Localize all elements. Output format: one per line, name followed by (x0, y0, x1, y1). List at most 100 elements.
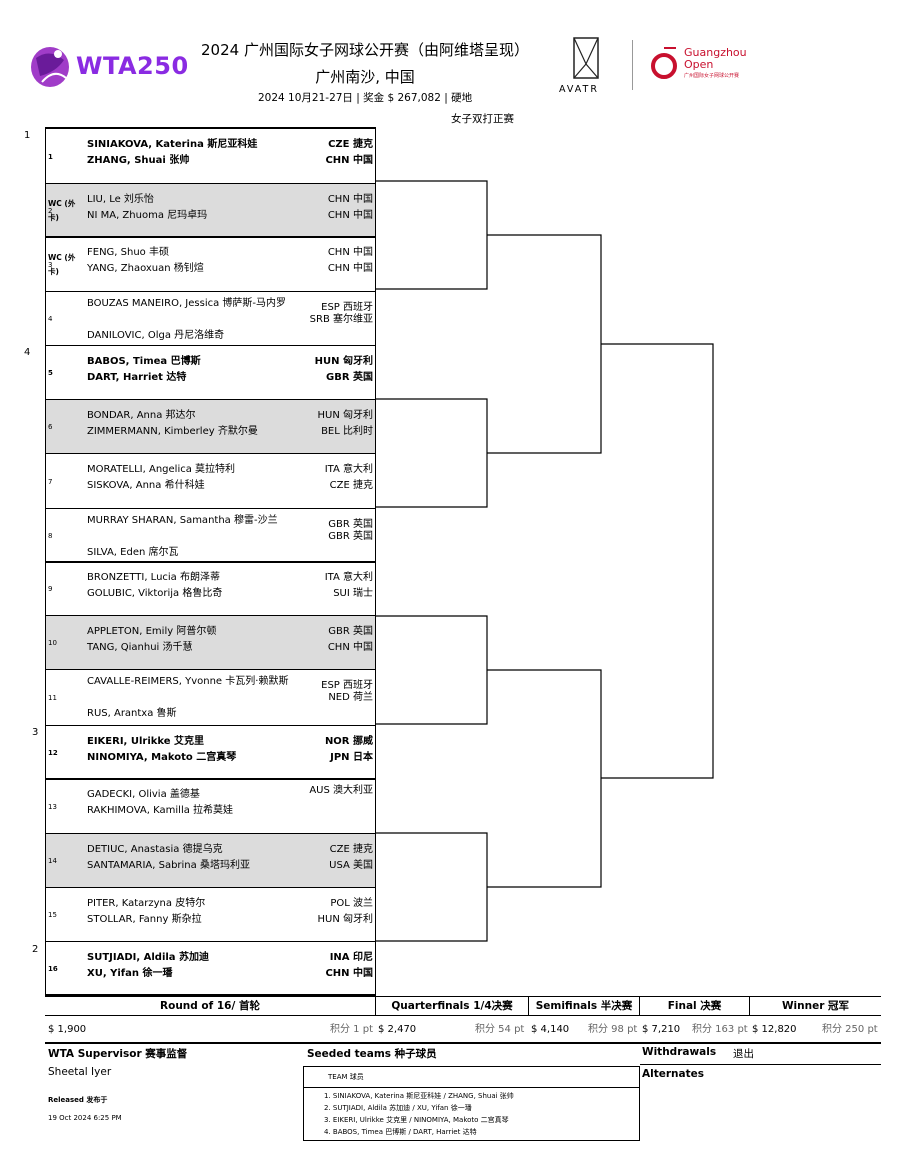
player-1-country: HUN 匈牙利 (314, 356, 373, 367)
player-2-name: RAKHIMOVA, Kamilla 拉希莫娃 (87, 805, 234, 816)
team-header: TEAM 球员 (328, 1073, 364, 1081)
draw-position: 5 (48, 369, 53, 377)
player-2-country: USA 美国 (329, 860, 373, 871)
player-1-name: APPLETON, Emily 阿普尔顿 (87, 626, 217, 637)
footer-separator (45, 1042, 881, 1044)
event-name: 女子双打正赛 (451, 113, 514, 125)
player-1-country: CZE 捷克 (329, 844, 373, 855)
bracket-r16-3 (376, 615, 488, 725)
released-time: 19 Oct 2024 6:25 PM (48, 1114, 122, 1122)
player-2-country: CHN 中国 (325, 968, 373, 979)
player-2-name: RUS, Arantxa 鲁斯 (87, 708, 177, 719)
bracket-qf-1 (487, 234, 602, 454)
player-1-country: ITA 意大利 (324, 464, 373, 475)
player-1-name: DETIUC, Anastasia 德提乌克 (87, 844, 223, 855)
player-2-name: ZHANG, Shuai 张帅 (87, 155, 190, 166)
player-1-name: LIU, Le 刘乐怡 (87, 194, 154, 205)
seed-team-4: 4. BABOS, Timea 巴博斯 / DART, Harriet 达特 (324, 1128, 477, 1136)
player-1-name: MURRAY SHARAN, Samantha 穆雷-沙兰 (87, 515, 278, 526)
player-1-country: POL 波兰 (330, 898, 373, 909)
seed-team-2: 2. SUTJIADI, Aldila 苏加迪 / XU, Yifan 徐一璠 (324, 1104, 472, 1112)
player-2-country: BEL 比利时 (321, 426, 373, 437)
guangzhou-20-icon (651, 47, 677, 79)
bracket-r16-2 (376, 398, 488, 508)
player-1-country: GBR 英国 (328, 626, 373, 637)
prize-row: $ 1,900 积分 1 pt $ 2,470 积分 54 pt $ 4,140… (45, 1020, 881, 1042)
seed-marker: 4 (24, 347, 31, 358)
avatr-text: AVATR (559, 84, 599, 95)
alternates-label: Alternates (642, 1068, 704, 1080)
player-2-country: SRB 塞尔维亚 (309, 314, 373, 325)
player-1-country: INA 印尼 (329, 952, 373, 963)
player-2-country: CHN 中国 (327, 642, 373, 653)
draw-position: 10 (48, 639, 57, 647)
gz-logo-text3: 广州国际女子网球公开赛 (684, 73, 740, 79)
player-2-name: ZIMMERMANN, Kimberley 齐默尔曼 (87, 426, 258, 437)
gz-logo-text2: Open (684, 58, 714, 71)
player-1-country: AUS 澳大利亚 (309, 785, 373, 796)
draw-slot: 12 EIKERI, Ulrikke 艾克里 NINOMIYA, Makoto 二宫… (46, 726, 375, 779)
draw-position: 1 (48, 152, 53, 161)
player-2-name: SANTAMARIA, Sabrina 桑塔玛利亚 (87, 860, 250, 871)
player-2-country: JPN 日本 (330, 752, 373, 763)
player-1-country: ESP 西班牙 (321, 302, 373, 313)
draw-position: 11 (48, 694, 57, 702)
bracket-sf-1 (601, 343, 714, 779)
player-1-name: SINIAKOVA, Katerina 斯尼亚科娃 (87, 139, 258, 150)
w-points: 积分 250 pt (822, 1024, 878, 1035)
draw-position: 6 (48, 423, 53, 431)
seeded-teams-label: Seeded teams 种子球员 (307, 1048, 437, 1060)
player-2-name: DART, Harriet 达特 (87, 372, 187, 383)
wta-logo-icon (31, 47, 69, 87)
player-1-name: EIKERI, Ulrikke 艾克里 (87, 736, 205, 747)
player-1-country: CZE 捷克 (328, 139, 373, 150)
seed-marker: 1 (24, 130, 31, 141)
player-2-country: CHN 中国 (327, 263, 373, 274)
w-money: $ 12,820 (752, 1024, 797, 1035)
sf-money: $ 4,140 (531, 1024, 570, 1035)
draw-first-round: 1 SINIAKOVA, Katerina 斯尼亚科娃 ZHANG, Shuai 张… (45, 127, 376, 996)
avatr-emblem-icon (573, 37, 599, 79)
draw-position: 4 (48, 315, 53, 323)
quarter-divider (46, 779, 375, 780)
player-2-country: GBR 英国 (328, 531, 373, 542)
round-sf-label: Semifinals 半决赛 (529, 996, 640, 1016)
round-qf-label: Quarterfinals 1/4决赛 (376, 996, 529, 1016)
draw-position: 12 (48, 748, 58, 757)
seed-team-3: 3. EIKERI, Ulrikke 艾克里 / NINOMIYA, Makot… (324, 1116, 509, 1124)
player-2-name: NI MA, Zhuoma 尼玛卓玛 (87, 210, 208, 221)
player-1-country: CHN 中国 (327, 247, 373, 258)
draw-position: 2 (48, 206, 53, 215)
draw-position: 16 (48, 965, 58, 973)
player-2-name: SILVA, Eden 席尔瓦 (87, 547, 179, 558)
player-2-country: NED 荷兰 (328, 692, 373, 703)
draw-position: 15 (48, 911, 57, 919)
round-f-label: Final 决赛 (640, 996, 750, 1016)
entry-status: WC (外卡) (48, 198, 76, 222)
qf-points: 积分 54 pt (475, 1024, 525, 1035)
avatr-logo: AVATR (556, 36, 616, 98)
player-2-name: STOLLAR, Fanny 斯杂拉 (87, 914, 202, 925)
seed-marker: 3 (32, 727, 39, 738)
player-2-name: NINOMIYA, Makoto 二宫真琴 (87, 752, 237, 763)
round-r16-label: Round of 16/ 首轮 (45, 996, 376, 1016)
player-2-country: SUI 瑞士 (333, 588, 373, 599)
seed-team-1: 1. SINIAKOVA, Katerina 斯尼亚科娃 / ZHANG, Sh… (324, 1092, 514, 1100)
player-1-name: FENG, Shuo 丰硕 (87, 247, 169, 258)
entry-status: WC (外卡) (48, 252, 76, 276)
player-1-country: HUN 匈牙利 (317, 410, 374, 421)
player-2-name: YANG, Zhaoxuan 杨钊煊 (87, 263, 204, 274)
player-1-country: GBR 英国 (328, 519, 373, 530)
player-1-name: BABOS, Timea 巴博斯 (87, 356, 201, 367)
player-1-name: BOUZAS MANEIRO, Jessica 博萨斯-马内罗 (87, 298, 287, 309)
round-header-row: Round of 16/ 首轮 Quarterfinals 1/4决赛 Semi… (45, 996, 881, 1018)
